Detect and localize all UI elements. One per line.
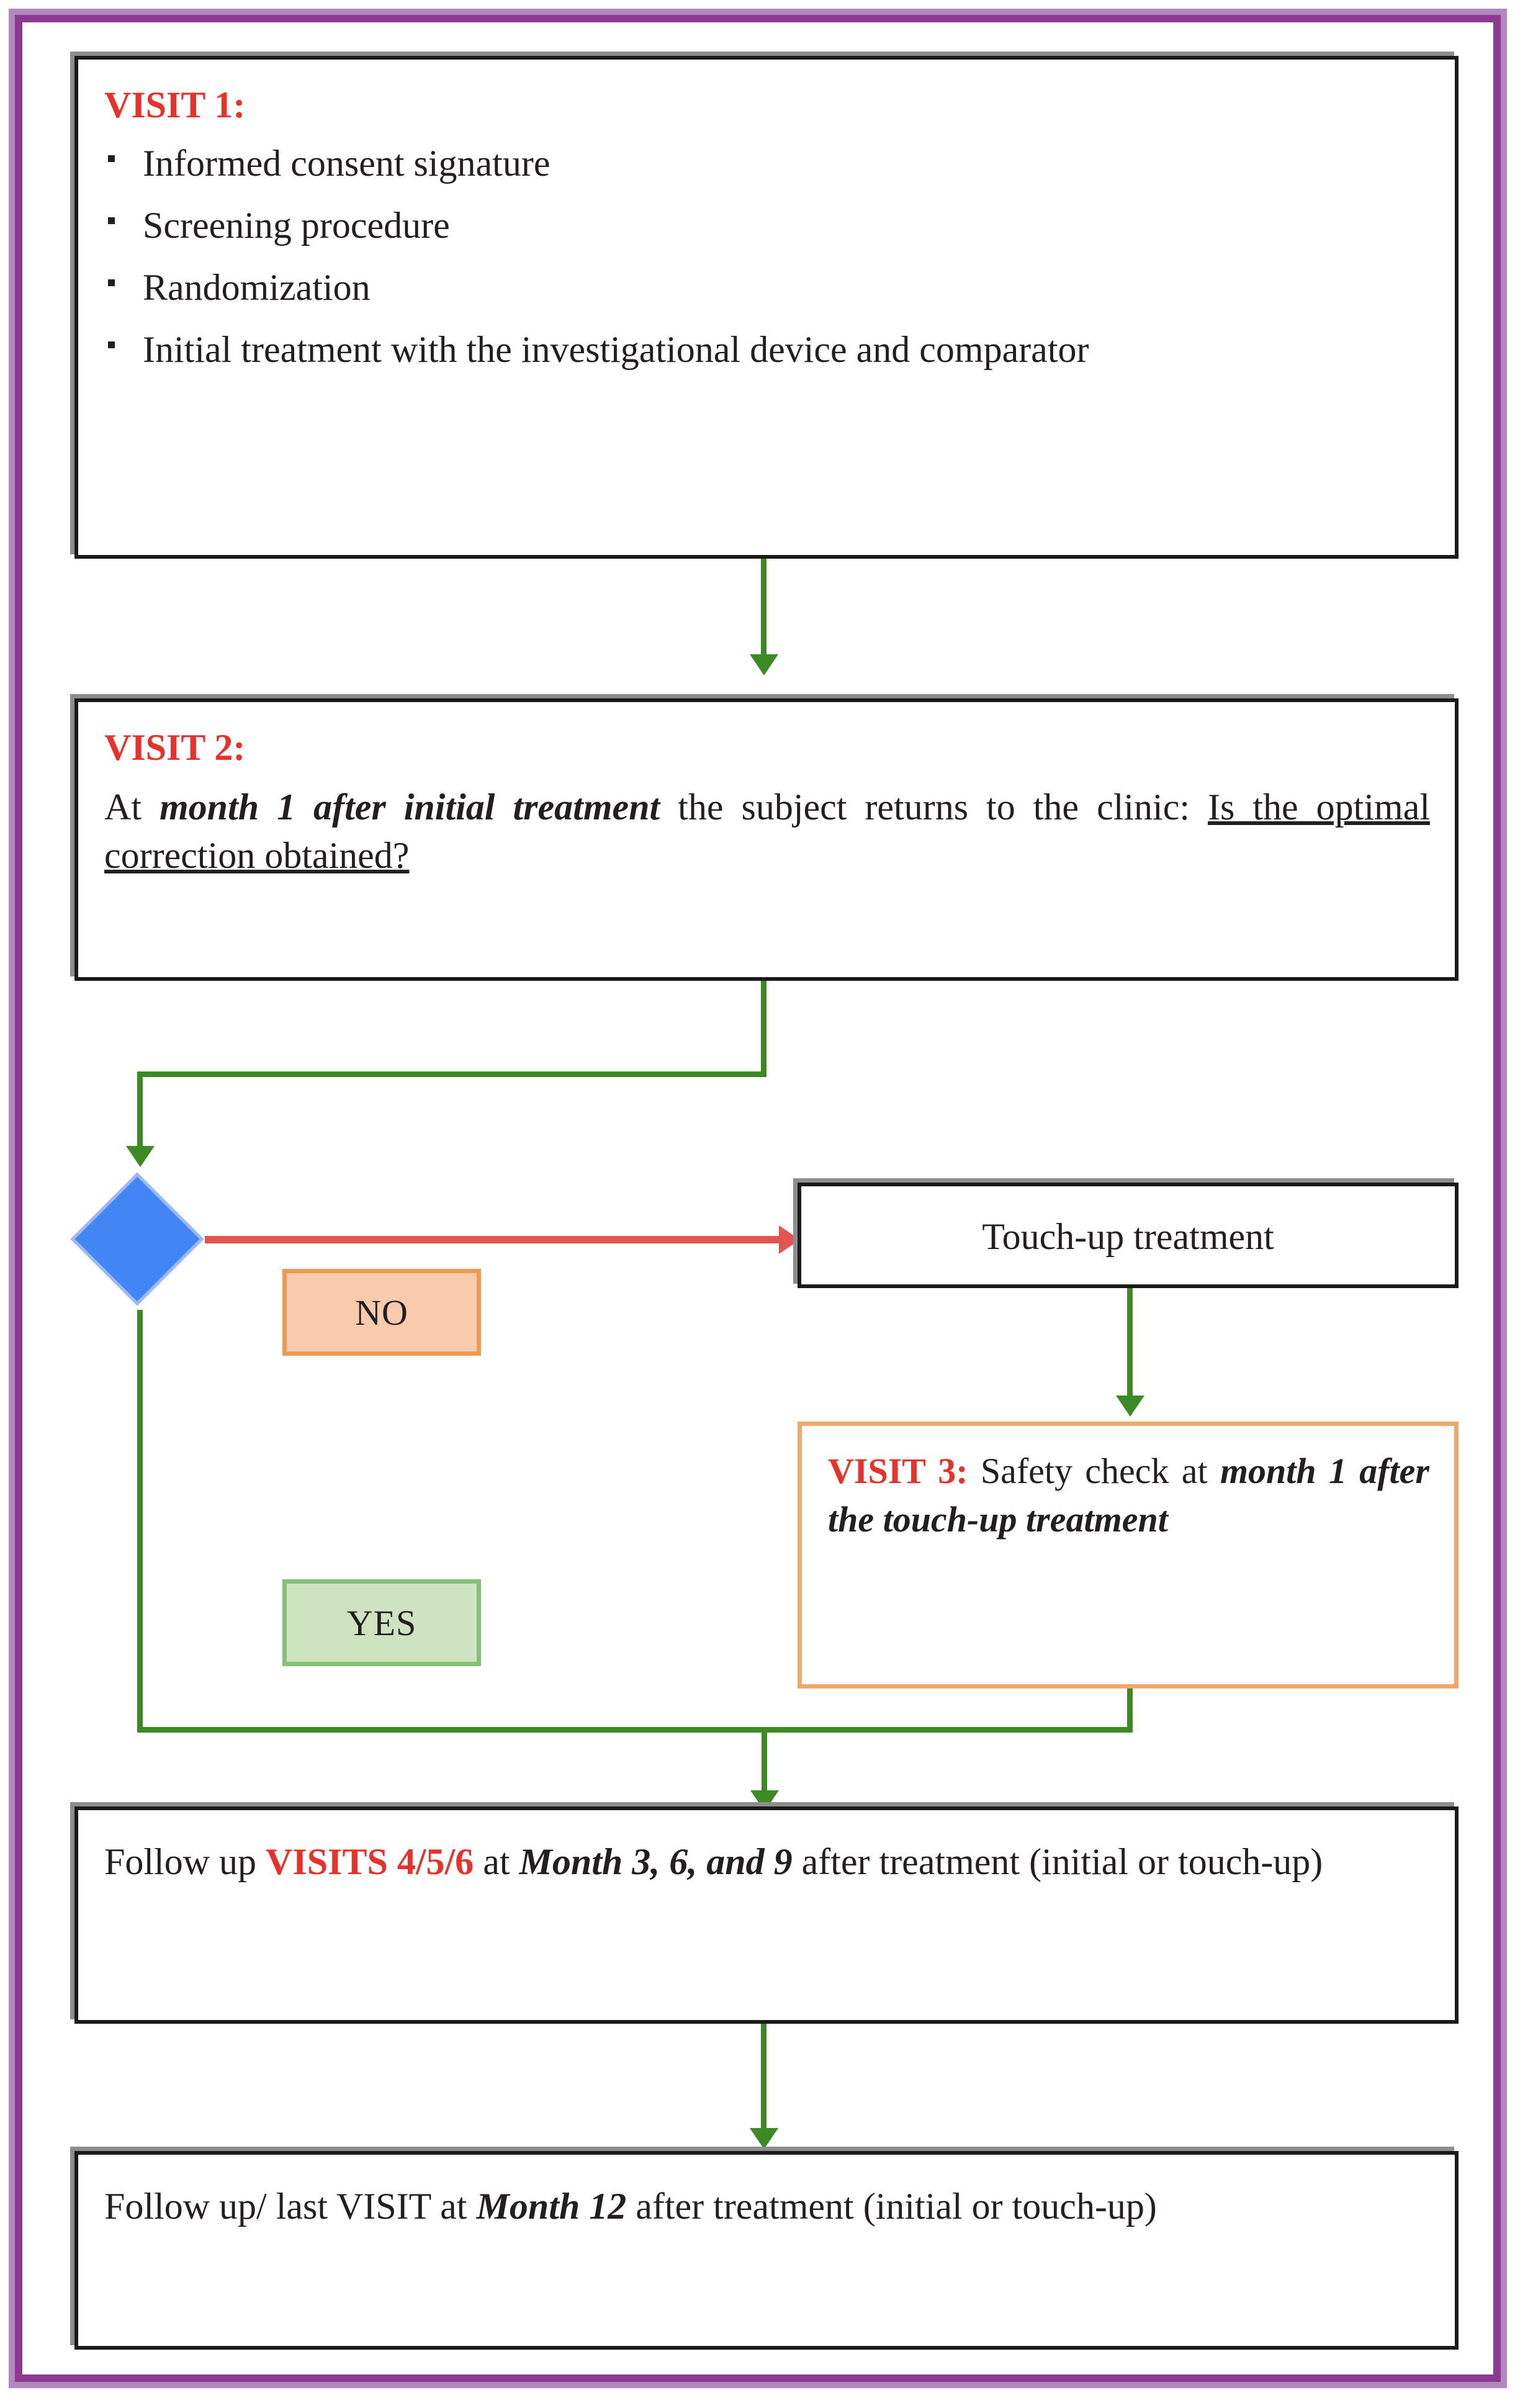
list-item: Informed consent signature <box>104 139 1430 187</box>
visit3-plain: Safety check at <box>968 1451 1220 1491</box>
connector-visit1-visit2 <box>761 559 767 658</box>
visit1-bullet-1: Screening procedure <box>143 205 450 246</box>
connector-yes-down <box>137 1310 143 1732</box>
visit1-bullet-list: Informed consent signature Screening pro… <box>104 139 1430 374</box>
arrow-touchup-visit3 <box>1116 1396 1144 1417</box>
visit3-title: VISIT 3: <box>828 1451 968 1491</box>
connector-down-to-diamond <box>137 1071 143 1158</box>
list-item: Randomization <box>104 263 1430 312</box>
touchup-label: Touch-up treatment <box>982 1216 1274 1257</box>
node-touchup-body: Touch-up treatment <box>801 1186 1455 1287</box>
visit2-mid: the subject returns to the clinic: <box>660 787 1208 827</box>
node-visits456-body: Follow up VISITS 4/5/6 at Month 3, 6, an… <box>78 1810 1455 1907</box>
lastvisit-lead: Follow up/ last VISIT at <box>104 2186 477 2227</box>
lastvisit-tail: after treatment (initial or touch-up) <box>626 2186 1157 2227</box>
bullet-square-icon <box>108 155 115 162</box>
node-visit2[interactable]: VISIT 2: At month 1 after initial treatm… <box>74 698 1459 981</box>
inner-purple-frame <box>15 15 1501 2382</box>
branch-label-yes: YES <box>282 1579 481 1666</box>
connector-visit3-left <box>762 1727 1133 1733</box>
connector-visits456-lastvisit <box>761 2024 767 2132</box>
connector-visit3-down <box>1127 1689 1133 1729</box>
connector-yes-right <box>137 1727 767 1733</box>
visit1-bullet-2: Randomization <box>143 267 371 308</box>
visit2-title: VISIT 2: <box>104 727 246 768</box>
visit2-emphasis: month 1 after initial treatment <box>160 787 660 827</box>
arrow-visits456-lastvisit <box>750 2128 778 2149</box>
visit2-question: Is the optimal correction obtained? <box>104 787 1430 876</box>
bullet-square-icon <box>108 279 115 286</box>
arrow-no-to-touchup <box>779 1225 800 1254</box>
connector-touchup-visit3 <box>1127 1288 1133 1411</box>
visit1-title: VISIT 1: <box>104 84 246 125</box>
visit2-lead: At <box>104 787 160 827</box>
node-last-visit-body: Follow up/ last VISIT at Month 12 after … <box>78 2155 1455 2252</box>
node-visit3-body: VISIT 3: Safety check at month 1 after t… <box>802 1426 1454 1564</box>
node-visit1[interactable]: VISIT 1: Informed consent signature Scre… <box>74 56 1459 559</box>
branch-label-yes-text: YES <box>346 1602 417 1643</box>
visits456-mid: at <box>474 1841 519 1882</box>
node-visit1-body: VISIT 1: Informed consent signature Scre… <box>78 60 1455 395</box>
lastvisit-months: Month 12 <box>476 2186 627 2227</box>
node-last-visit[interactable]: Follow up/ last VISIT at Month 12 after … <box>74 2151 1459 2350</box>
visit1-bullet-0: Informed consent signature <box>143 143 551 184</box>
arrow-visit1-visit2 <box>750 654 778 675</box>
connector-visit2-left <box>140 1071 767 1077</box>
visit2-text: At month 1 after initial treatment the s… <box>104 783 1430 880</box>
visits456-months: Month 3, 6, and 9 <box>519 1841 793 1882</box>
node-visits456[interactable]: Follow up VISITS 4/5/6 at Month 3, 6, an… <box>74 1806 1459 2024</box>
node-visit2-body: VISIT 2: At month 1 after initial treatm… <box>78 702 1455 901</box>
connector-merge-down <box>762 1727 767 1808</box>
visits456-visits: VISITS 4/5/6 <box>266 1841 474 1882</box>
branch-label-no-text: NO <box>355 1292 408 1333</box>
list-item: Screening procedure <box>104 201 1430 250</box>
connector-no-to-touchup <box>205 1236 794 1243</box>
bullet-square-icon <box>108 341 115 348</box>
bullet-square-icon <box>108 217 115 224</box>
node-touchup-treatment[interactable]: Touch-up treatment <box>798 1183 1459 1288</box>
node-visit3[interactable]: VISIT 3: Safety check at month 1 after t… <box>798 1422 1459 1689</box>
visit1-bullet-3: Initial treatment with the investigation… <box>143 329 1089 370</box>
connector-visit2-down <box>761 981 767 1076</box>
visits456-tail: after treatment (initial or touch-up) <box>792 1841 1323 1882</box>
visits456-lead: Follow up <box>104 1841 266 1882</box>
list-item: Initial treatment with the investigation… <box>104 325 1430 374</box>
branch-label-no: NO <box>282 1269 481 1356</box>
arrow-into-diamond <box>126 1146 155 1167</box>
visit3-emphasis: month 1 after the touch-up treatment <box>828 1451 1429 1540</box>
